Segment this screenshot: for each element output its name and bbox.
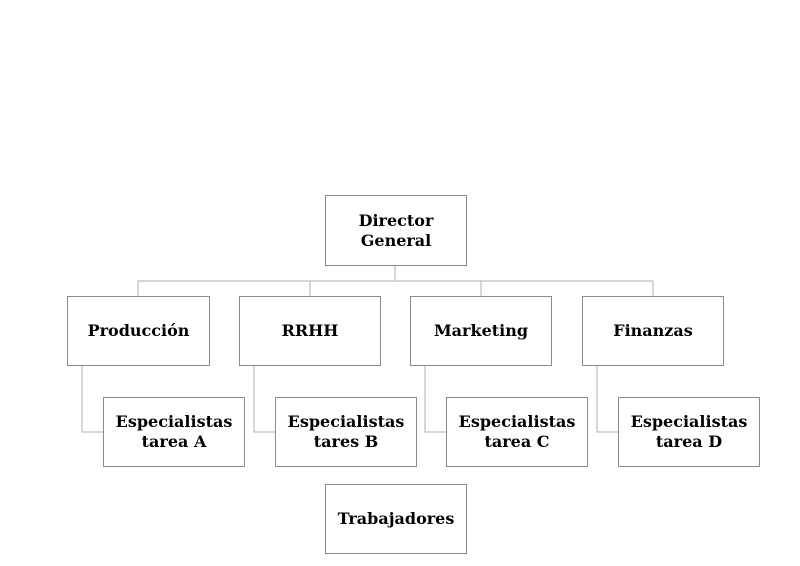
connector-spec-4	[596, 366, 618, 433]
connector-spec-1	[81, 366, 103, 433]
node-especialistas-d-line-2: tarea D	[655, 432, 723, 451]
node-produccion: Producción	[67, 296, 210, 366]
node-director-general-line-1: Director	[358, 210, 434, 230]
node-director-general-line-2: General	[360, 230, 432, 250]
node-especialistas-b-line-1: Especialistas	[287, 412, 405, 431]
node-especialistas-d: Especialistas tarea D	[618, 397, 760, 467]
node-especialistas-d-line-1: Especialistas	[630, 412, 748, 431]
node-especialistas-a-line-2: tarea A	[141, 432, 207, 451]
node-marketing-label: Marketing	[433, 321, 529, 340]
connector-spec-3	[424, 366, 446, 433]
node-trabajadores-label: Trabajadores	[337, 509, 455, 528]
node-especialistas-c: Especialistas tarea C	[446, 397, 588, 467]
connector-spec-2	[253, 366, 275, 433]
node-especialistas-c-line-2: tarea C	[484, 432, 550, 451]
node-especialistas-b: Especialistas tares B	[275, 397, 417, 467]
node-rrhh-label: RRHH	[281, 321, 339, 340]
node-marketing: Marketing	[410, 296, 552, 366]
node-finanzas: Finanzas	[582, 296, 724, 366]
node-especialistas-a-line-1: Especialistas	[115, 412, 233, 431]
node-director-general: Director General	[325, 195, 467, 266]
node-especialistas-b-line-2: tares B	[313, 432, 379, 451]
node-rrhh: RRHH	[239, 296, 381, 366]
node-trabajadores: Trabajadores	[325, 484, 467, 554]
node-produccion-label: Producción	[87, 321, 190, 340]
node-especialistas-c-line-1: Especialistas	[458, 412, 576, 431]
node-especialistas-a: Especialistas tarea A	[103, 397, 245, 467]
node-finanzas-label: Finanzas	[613, 321, 693, 340]
